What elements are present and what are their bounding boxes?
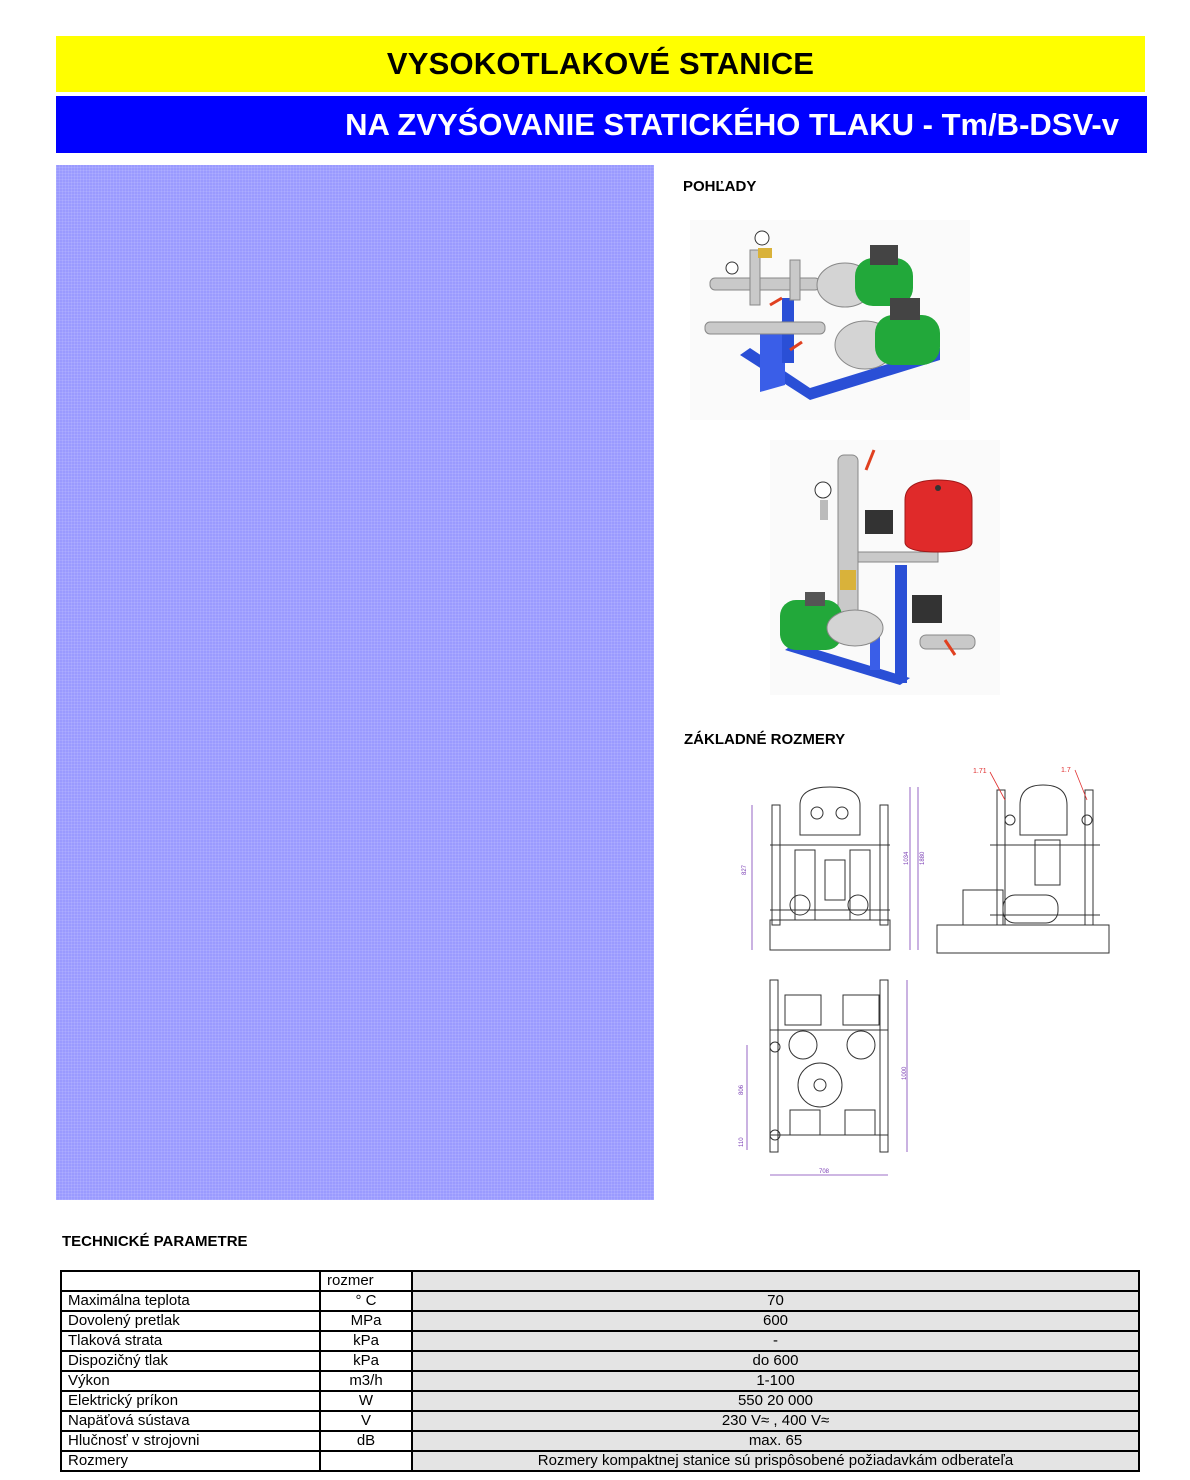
table-row: Dovolený pretlak MPa 600 [60, 1310, 1140, 1332]
table-row: Elektrický príkon W 550 20 000 [60, 1390, 1140, 1412]
dimensions-heading: ZÁKLADNÉ ROZMERY [684, 731, 846, 748]
param-unit: dB [319, 1430, 413, 1452]
param-value: do 600 [411, 1350, 1140, 1372]
header-value [411, 1270, 1140, 1292]
param-name: Rozmery [60, 1450, 321, 1472]
dim-width: 708 [819, 1169, 830, 1175]
table-row: Hlučnosť v strojovni dB max. 65 [60, 1430, 1140, 1452]
station-render-twin [690, 220, 970, 420]
param-name: Dovolený pretlak [60, 1310, 321, 1332]
table-row: Maximálna teplota ° C 70 [60, 1290, 1140, 1312]
dim-plan-2: 110 [739, 1137, 745, 1147]
param-value: 230 V≈ , 400 V≈ [411, 1410, 1140, 1432]
side-view-drawing: 1.71 1.7 [936, 767, 1110, 954]
param-value: 550 20 000 [411, 1390, 1140, 1412]
station-render-vessel [770, 440, 1000, 695]
header-param [60, 1270, 321, 1292]
page-subtitle: NA ZVYŚOVANIE STATICKÉHO TLAKU - Tm/B-DS… [56, 96, 1147, 153]
param-unit: m3/h [319, 1370, 413, 1392]
table-header-row: rozmer [60, 1270, 1140, 1292]
param-unit: ° C [319, 1290, 413, 1312]
dim-height-2: 1880 [920, 851, 925, 865]
table-row: Rozmery Rozmery kompaktnej stanice sú pr… [60, 1450, 1140, 1472]
param-name: Napäťová sústava [60, 1410, 321, 1432]
image-placeholder-panel [56, 165, 654, 1200]
table-row: Napäťová sústava V 230 V≈ , 400 V≈ [60, 1410, 1140, 1432]
param-name: Výkon [60, 1370, 321, 1392]
param-name: Tlaková strata [60, 1330, 321, 1352]
plan-view-drawing: 806 110 1000 708 [739, 979, 908, 1176]
param-value: - [411, 1330, 1140, 1352]
param-unit: kPa [319, 1350, 413, 1372]
dim-height-3: 1034 [904, 851, 910, 865]
param-name: Maximálna teplota [60, 1290, 321, 1312]
param-value: Rozmery kompaktnej stanice sú prispôsobe… [411, 1450, 1140, 1472]
dim-depth: 1000 [902, 1066, 908, 1080]
param-name: Elektrický príkon [60, 1390, 321, 1412]
label-1-7: 1.7 [1061, 767, 1071, 774]
dim-plan-1: 806 [739, 1084, 745, 1095]
param-unit: V [319, 1410, 413, 1432]
header-unit: rozmer [319, 1270, 413, 1292]
technical-parameters-table: rozmer Maximálna teplota ° C 70 Dovolený… [60, 1270, 1140, 1472]
param-name: Hlučnosť v strojovni [60, 1430, 321, 1452]
param-value: 1-100 [411, 1370, 1140, 1392]
dim-height-1: 827 [742, 864, 748, 875]
label-1-71: 1.71 [973, 768, 987, 775]
front-view-drawing: 827 1034 1880 [742, 786, 925, 951]
table-row: Výkon m3/h 1-100 [60, 1370, 1140, 1392]
param-value: max. 65 [411, 1430, 1140, 1452]
table-row: Tlaková strata kPa - [60, 1330, 1140, 1352]
param-unit: kPa [319, 1330, 413, 1352]
technical-heading: TECHNICKÉ PARAMETRE [62, 1233, 248, 1250]
views-heading: POHĽADY [683, 178, 757, 195]
param-unit [319, 1450, 413, 1472]
param-unit: MPa [319, 1310, 413, 1332]
param-value: 600 [411, 1310, 1140, 1332]
param-unit: W [319, 1390, 413, 1412]
param-name: Dispozičný tlak [60, 1350, 321, 1372]
table-row: Dispozičný tlak kPa do 600 [60, 1350, 1140, 1372]
page-title: VYSOKOTLAKOVÉ STANICE [56, 36, 1145, 92]
param-value: 70 [411, 1290, 1140, 1312]
